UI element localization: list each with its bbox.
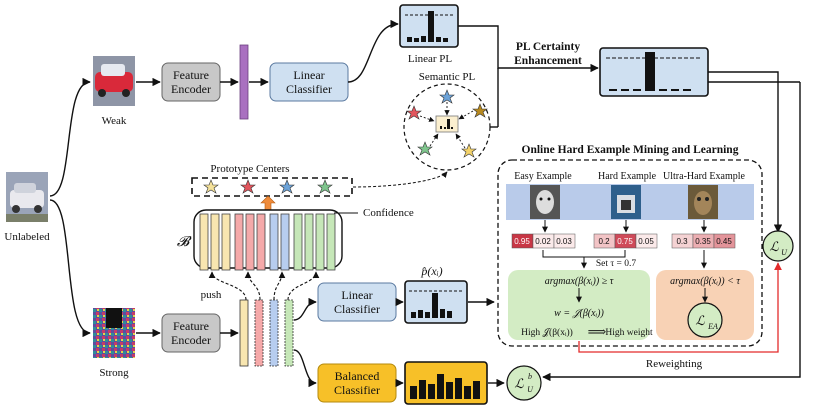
- loss-ea-symbol: ℒ: [695, 313, 705, 328]
- memory-bank: [193, 209, 343, 269]
- loss-ub-circle: [506, 365, 542, 401]
- score-cell: 0.3: [676, 237, 688, 246]
- loss-u-circle: [762, 230, 794, 262]
- strong-label: Strong: [99, 367, 129, 379]
- loss-ub-symbol: ℒ: [514, 376, 524, 391]
- ohem-box: [497, 159, 763, 347]
- star-icon: [406, 89, 488, 158]
- unlabeled-to-strong-arrow: [49, 199, 91, 338]
- score-cell: 0.45: [716, 237, 732, 246]
- score-cell: 0.2: [598, 237, 610, 246]
- easy-label: Easy Example: [514, 171, 572, 182]
- easy-scores: 0.95 0.02 0.03: [511, 233, 576, 249]
- strong-feature-bars: [239, 299, 294, 367]
- hard-scores: 0.2 0.75 0.05: [593, 233, 658, 249]
- balanced-histogram: [404, 361, 488, 405]
- bank-label: 𝓑: [177, 235, 192, 250]
- loss-u-symbol: ℒ: [769, 239, 779, 254]
- semantic-pl-center: [435, 115, 459, 133]
- score-cell: 0.35: [695, 237, 711, 246]
- dog-image-icon: [530, 185, 560, 219]
- loss-ub-superscript: b: [528, 372, 532, 381]
- loss-ub-subscript: U: [527, 385, 534, 394]
- score-cell: 0.75: [617, 237, 633, 246]
- prediction-histogram: [404, 280, 468, 324]
- reweighting-label: Reweighting: [646, 358, 703, 370]
- reweighting-arrow: [578, 262, 782, 353]
- enhanced-pl-histogram: [599, 47, 709, 97]
- confidence-arrow-icon: [260, 195, 276, 211]
- loss-u-subscript: U: [781, 248, 788, 257]
- set-tau-label: Set τ = 0.7: [596, 259, 637, 269]
- weak-label: Weak: [102, 115, 127, 127]
- encoder-feature-bar-top: [239, 44, 249, 120]
- ohem-title: Online Hard Example Mining and Learning: [522, 144, 739, 156]
- implies-arrow-icon: ⟹: [588, 324, 607, 339]
- high-weight-left: High 𝒥(β(xᵢ)): [521, 327, 573, 338]
- cond-ge-label: argmax(β(xᵢ)) ≥ τ: [545, 276, 614, 287]
- score-cell: 0.05: [638, 237, 654, 246]
- unlabeled-label: Unlabeled: [4, 231, 50, 243]
- unlabeled-to-weak-arrow: [49, 77, 91, 197]
- score-cell: 0.02: [535, 237, 551, 246]
- weak-image-icon: [93, 56, 135, 106]
- confidence-label: Confidence: [363, 207, 414, 219]
- loss-ea-circle: [687, 302, 723, 338]
- bank-columns: [199, 213, 336, 271]
- strong-image-icon: [93, 308, 135, 358]
- unlabeled-image-icon: [6, 172, 48, 222]
- loss-ea-subscript: EA: [707, 322, 718, 331]
- weight-eq-label: w = 𝒥(β(xᵢ)): [554, 308, 604, 319]
- easy-hard-box: [508, 270, 650, 340]
- score-cell: 0.95: [514, 237, 530, 246]
- prototype-centers-box: [191, 177, 353, 197]
- semantic-pl-label: Semantic PL: [419, 71, 476, 83]
- cat-image-icon: [611, 185, 641, 219]
- push-label: push: [201, 289, 222, 301]
- owl-image-icon: [688, 185, 718, 219]
- linear-pl-label: Linear PL: [408, 53, 453, 65]
- high-weight-right: High weight: [605, 328, 653, 338]
- p-hat-label: p̂(xᵢ): [420, 264, 442, 278]
- linear-pl-histogram: [399, 4, 459, 48]
- star-icon: [203, 179, 333, 194]
- ultra-hard-scores: 0.3 0.35 0.45: [671, 233, 736, 249]
- prototype-centers-label: Prototype Centers: [210, 163, 289, 175]
- hard-label: Hard Example: [598, 171, 657, 182]
- ultra-hard-label: Ultra-Hard Example: [663, 171, 745, 182]
- score-cell: 0.03: [556, 237, 572, 246]
- cond-lt-label: argmax(β(xᵢ)) < τ: [670, 276, 740, 287]
